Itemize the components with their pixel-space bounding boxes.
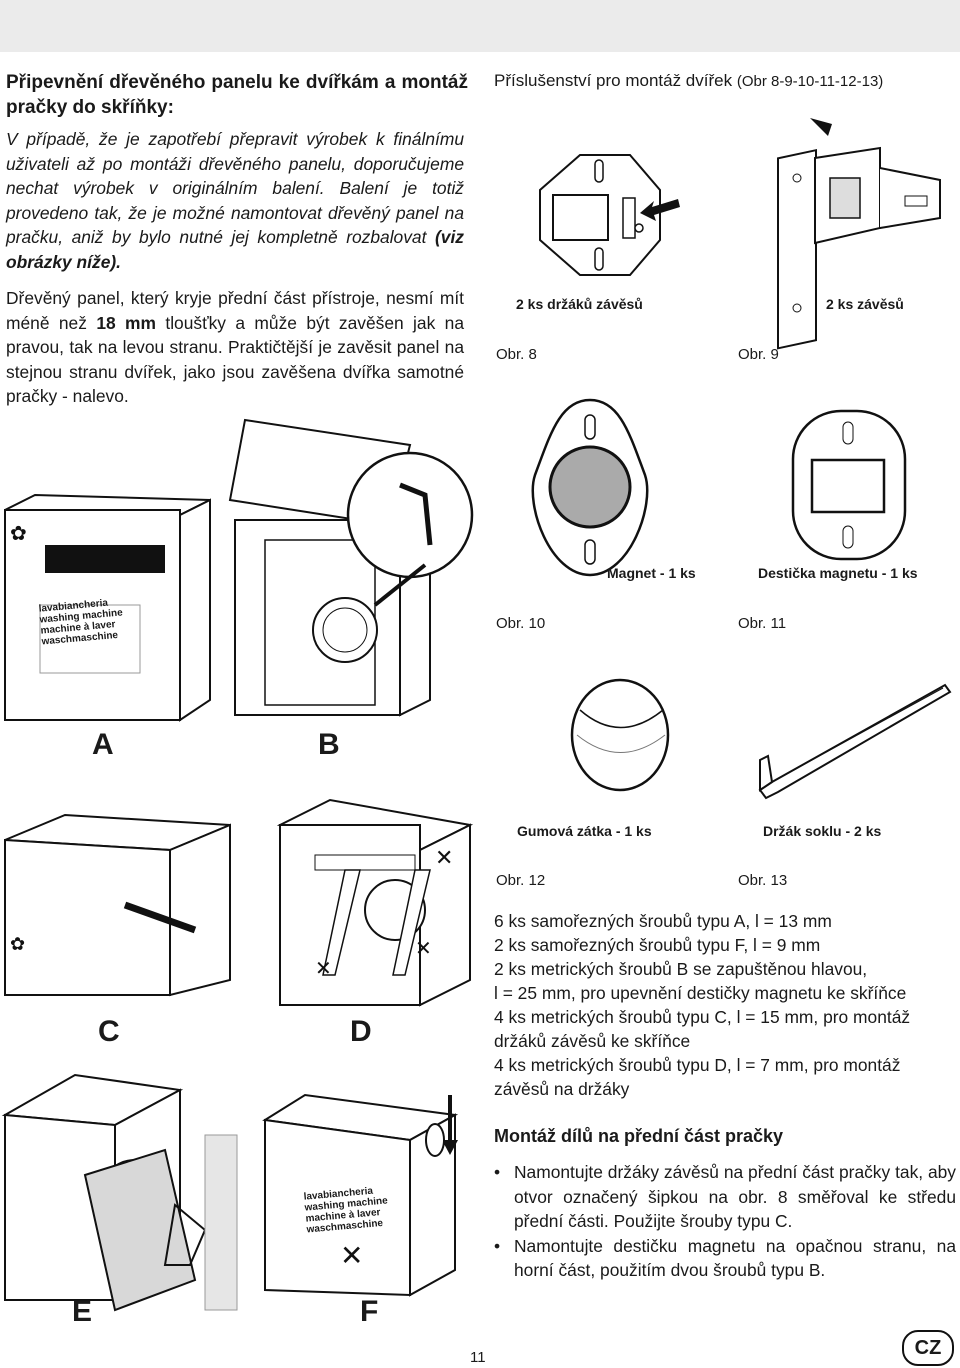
magnet-plate-figure	[791, 409, 907, 561]
svg-text:✕: ✕	[340, 1240, 363, 1271]
parts-line: 6 ks samořezných šroubů typu A, l = 13 m…	[494, 911, 832, 931]
box-label-a: lavabiancheria washing machine machine à…	[38, 596, 125, 648]
hinge-figure	[777, 118, 941, 350]
list-item: •Namontujte držáky závěsů na přední část…	[494, 1160, 956, 1234]
plinth-bracket-figure	[758, 683, 952, 800]
machine-illustration-e	[1, 1073, 238, 1312]
box-illustration-c: ✿	[4, 813, 231, 997]
parts-line: 2 ks samořezných šroubů typu F, l = 9 mm	[494, 935, 821, 955]
machine-illustration-f: ✕	[262, 1093, 459, 1297]
fig10-number: Obr. 10	[496, 615, 546, 632]
mounting-title: Montáž dílů na přední část pračky	[494, 1126, 784, 1146]
figure-letter-f: F	[360, 1295, 379, 1328]
box-illustration-d: ✕ ✕ ✕	[276, 798, 474, 1007]
accessories-title: Příslušenství pro montáž dvířek (Obr 8-9…	[494, 70, 954, 93]
accessories-title-text: Příslušenství pro montáž dvířek	[494, 71, 733, 90]
box-illustration-b	[228, 418, 474, 717]
top-band	[0, 0, 960, 52]
parts-line: závěsů na držáky	[494, 1079, 630, 1099]
fig13-label: Držák soklu - 2 ks	[763, 823, 882, 839]
parts-line: l = 25 mm, pro upevnění destičky magnetu…	[494, 983, 907, 1003]
figure-letter-a: A	[92, 728, 114, 761]
panel-text-1: Dřevěný panel, který kryje přední část p…	[6, 288, 464, 333]
parts-line: 4 ks metrických šroubů typu D, l = 7 mm,…	[494, 1055, 901, 1075]
intro-text: V případě, že je zapotřebí přepravit výr…	[6, 129, 464, 247]
svg-text:✕: ✕	[315, 958, 332, 980]
box-label-f: lavabiancheria washing machine machine à…	[303, 1184, 390, 1236]
panel-paragraph: Dřevěný panel, který kryje přední část p…	[6, 286, 464, 409]
fig12-number: Obr. 12	[496, 872, 546, 889]
parts-line: držáků závěsů ke skříňce	[494, 1031, 691, 1051]
fig8-number: Obr. 8	[496, 346, 537, 363]
svg-text:✕: ✕	[435, 845, 453, 870]
fig10-label: Magnet - 1 ks	[607, 565, 696, 581]
intro-bold: (viz obrázky níže).	[6, 227, 464, 272]
figure-letter-e: E	[72, 1295, 93, 1328]
svg-text:✿: ✿	[10, 934, 25, 955]
figure-letter-d: D	[350, 1015, 372, 1048]
mounting-bullets: •Namontujte držáky závěsů na přední část…	[494, 1160, 956, 1283]
parts-line: 2 ks metrických šroubů B se zapuštěnou h…	[494, 959, 868, 979]
arrow-icon	[640, 199, 680, 221]
fig9-label: 2 ks závěsů	[826, 296, 904, 312]
figure-letter-c: C	[98, 1015, 120, 1048]
hinge-holder-figure	[539, 154, 661, 276]
parts-line: 4 ks metrických šroubů typu C, l = 15 mm…	[494, 1007, 911, 1027]
fig11-number: Obr. 11	[738, 615, 787, 632]
fig9-number: Obr. 9	[738, 346, 779, 363]
bullet-text: Namontujte držáky závěsů na přední část …	[514, 1162, 956, 1231]
panel-text-2: tloušťky a může být zavěšen jak na pravo…	[6, 312, 465, 407]
bullet-text: Namontujte destičku magnetu na opačnou s…	[514, 1235, 956, 1281]
language-badge: CZ	[902, 1330, 954, 1366]
fig12-label: Gumová zátka - 1 ks	[517, 823, 652, 839]
fig8-label: 2 ks držáků závěsů	[516, 296, 643, 312]
list-item: •Namontujte destičku magnetu na opačnou …	[494, 1234, 956, 1283]
fig13-number: Obr. 13	[738, 872, 788, 889]
figure-letter-b: B	[318, 728, 340, 761]
svg-text:✿: ✿	[10, 521, 27, 545]
page-number: 11	[470, 1349, 486, 1366]
intro-paragraph: V případě, že je zapotřebí přepravit výr…	[6, 127, 464, 274]
accessories-title-ref: (Obr 8-9-10-11-12-13)	[736, 73, 884, 90]
rubber-stopper-figure	[570, 678, 670, 792]
section-title: Připevnění dřevěného panelu ke dvířkám a…	[6, 72, 468, 118]
box-illustration-a: ✿	[4, 493, 211, 722]
magnet-figure	[531, 398, 649, 577]
fig11-label: Destička magnetu - 1 ks	[758, 565, 918, 581]
panel-thickness: 18 mm	[96, 312, 156, 333]
parts-list: 6 ks samořezných šroubů typu A, l = 13 m…	[494, 909, 956, 1101]
svg-text:✕: ✕	[415, 938, 432, 960]
